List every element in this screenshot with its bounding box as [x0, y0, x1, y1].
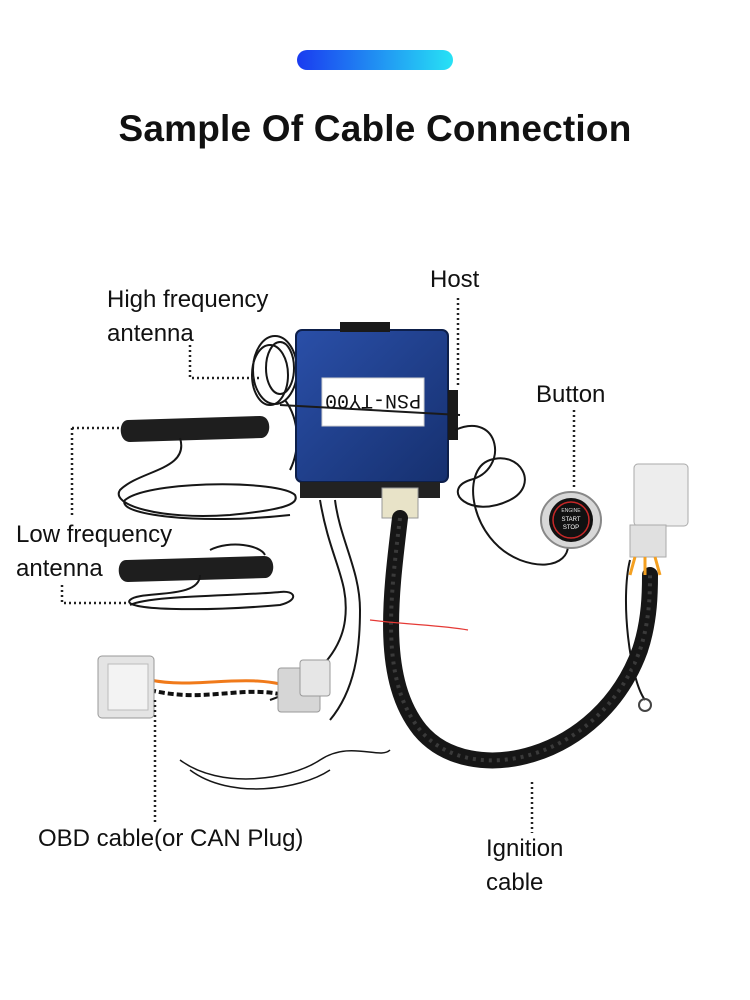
high-frequency-antenna-coil [251, 335, 298, 471]
obd-cable-label: OBD cable(or CAN Plug) [38, 825, 304, 852]
button-label: Button [536, 381, 606, 408]
host-label: Host [430, 266, 480, 293]
ignition-cable-label-line-1: Ignition [486, 835, 564, 862]
low-frequency-leader-upper [70, 426, 125, 515]
button-face-line-3: STOP [563, 525, 579, 531]
low-frequency-antenna-1 [117, 416, 297, 521]
high-frequency-antenna-label-line-2: antenna [107, 320, 194, 347]
button-face-line-2: START [561, 517, 580, 523]
low-frequency-antenna-label-line-1: Low frequency [16, 521, 173, 548]
host-model-label: PSN-TY00 [325, 388, 421, 411]
ignition-cable-label-line-2: cable [486, 869, 544, 896]
page-title: Sample Of Cable Connection [118, 108, 632, 149]
leader-lines [60, 298, 576, 833]
low-frequency-antenna-label-line-2: antenna [16, 555, 103, 582]
start-stop-button-assembly [454, 424, 602, 566]
obd-cable-assembly [149, 499, 391, 790]
high-frequency-antenna-label-line-1: High frequency [107, 286, 269, 313]
low-frequency-antenna-2 [118, 543, 295, 611]
high-frequency-leader [188, 345, 262, 380]
accent-bar [297, 50, 453, 70]
can-plug-connector [277, 659, 331, 713]
button-face-line-1: ENGINE [561, 508, 581, 514]
host-module [279, 322, 461, 519]
obd-connector [97, 655, 155, 719]
ignition-cable-harness [369, 510, 658, 769]
ignition-connector [628, 463, 689, 576]
low-frequency-leader-lower [60, 585, 128, 605]
